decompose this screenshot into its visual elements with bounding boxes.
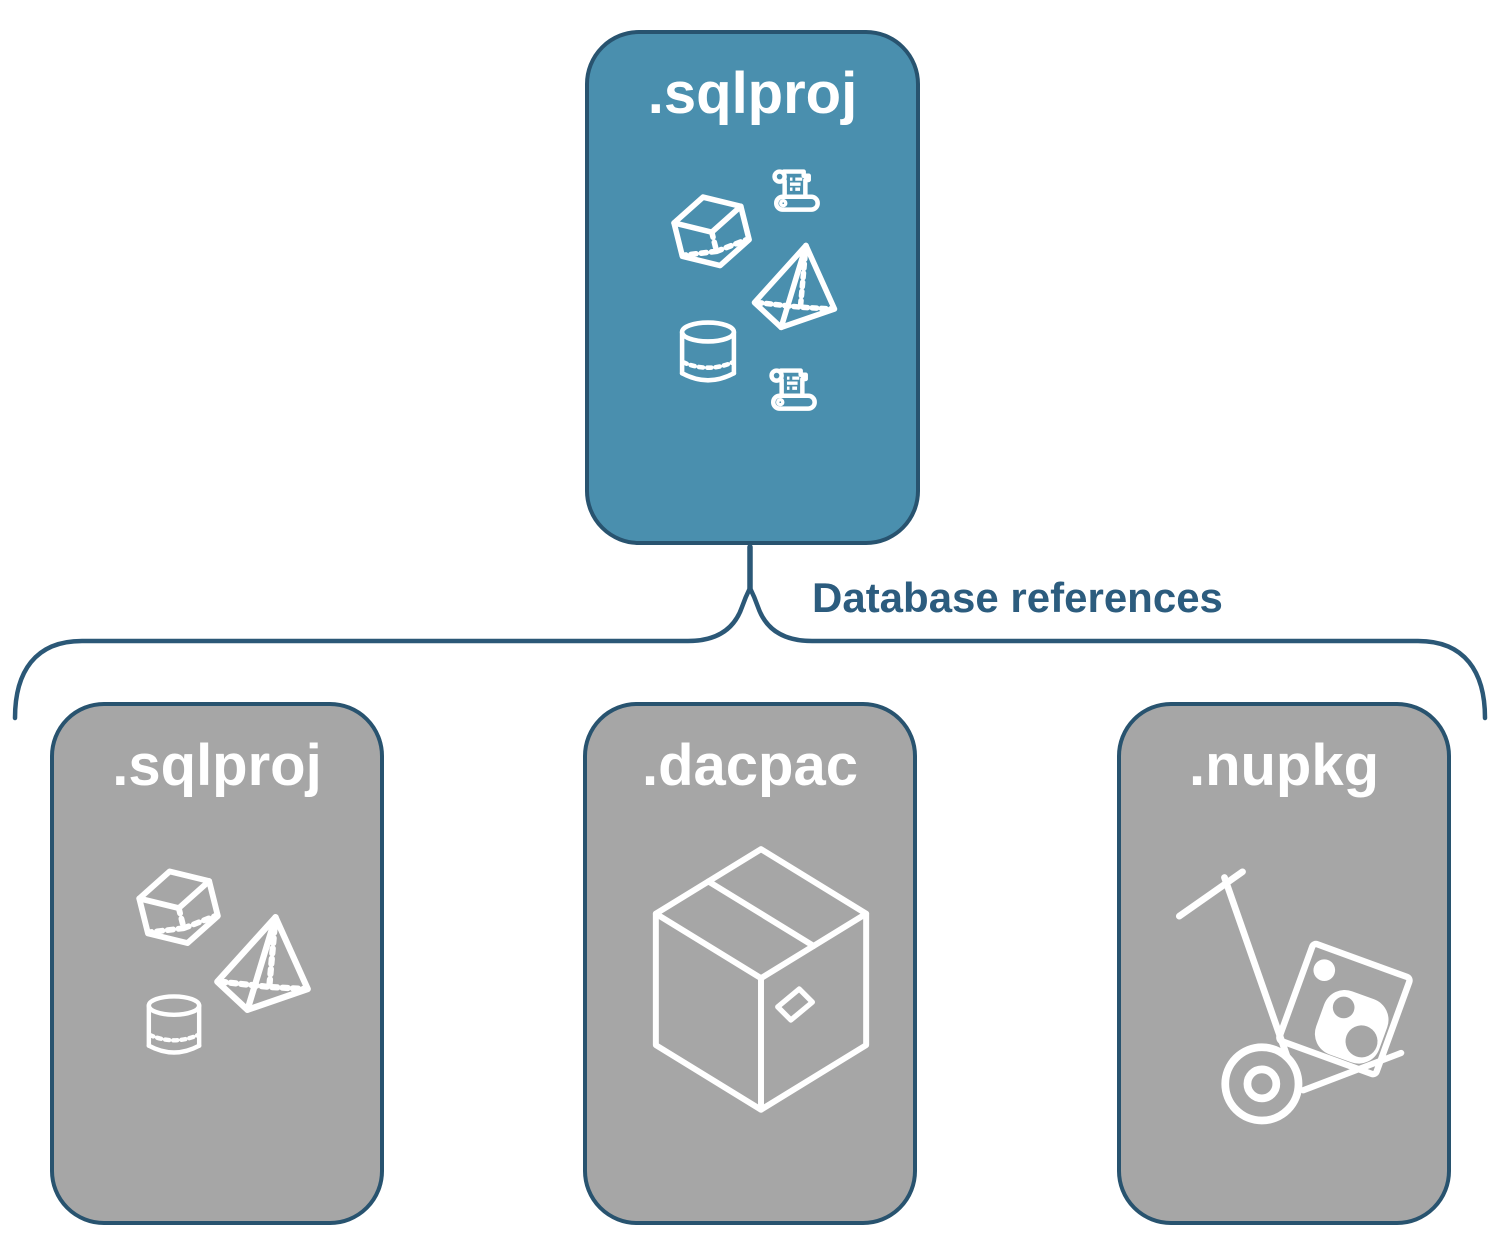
pyramid-icon — [741, 240, 847, 332]
child-box-dacpac: .dacpac — [583, 702, 917, 1225]
package-box-icon — [641, 842, 881, 1124]
parent-box-sqlproj: .sqlproj — [585, 30, 920, 545]
child-box-label: .dacpac — [642, 733, 858, 798]
child-box-label: .nupkg — [1188, 733, 1380, 798]
brace-label: Database references — [812, 574, 1223, 621]
child-box-label: .sqlproj — [112, 733, 322, 798]
brace-path — [12, 582, 1488, 721]
child-box-sqlproj: .sqlproj — [50, 702, 384, 1225]
child-box-nupkg: .nupkg — [1117, 702, 1451, 1225]
scroll-icon — [767, 162, 823, 222]
pyramid-icon — [210, 910, 314, 1016]
hand-truck-icon — [1169, 856, 1427, 1126]
scroll-icon — [764, 362, 820, 420]
parent-box-label: .sqlproj — [647, 61, 858, 126]
cylinder-icon — [673, 310, 743, 396]
cylinder-icon — [140, 984, 208, 1068]
